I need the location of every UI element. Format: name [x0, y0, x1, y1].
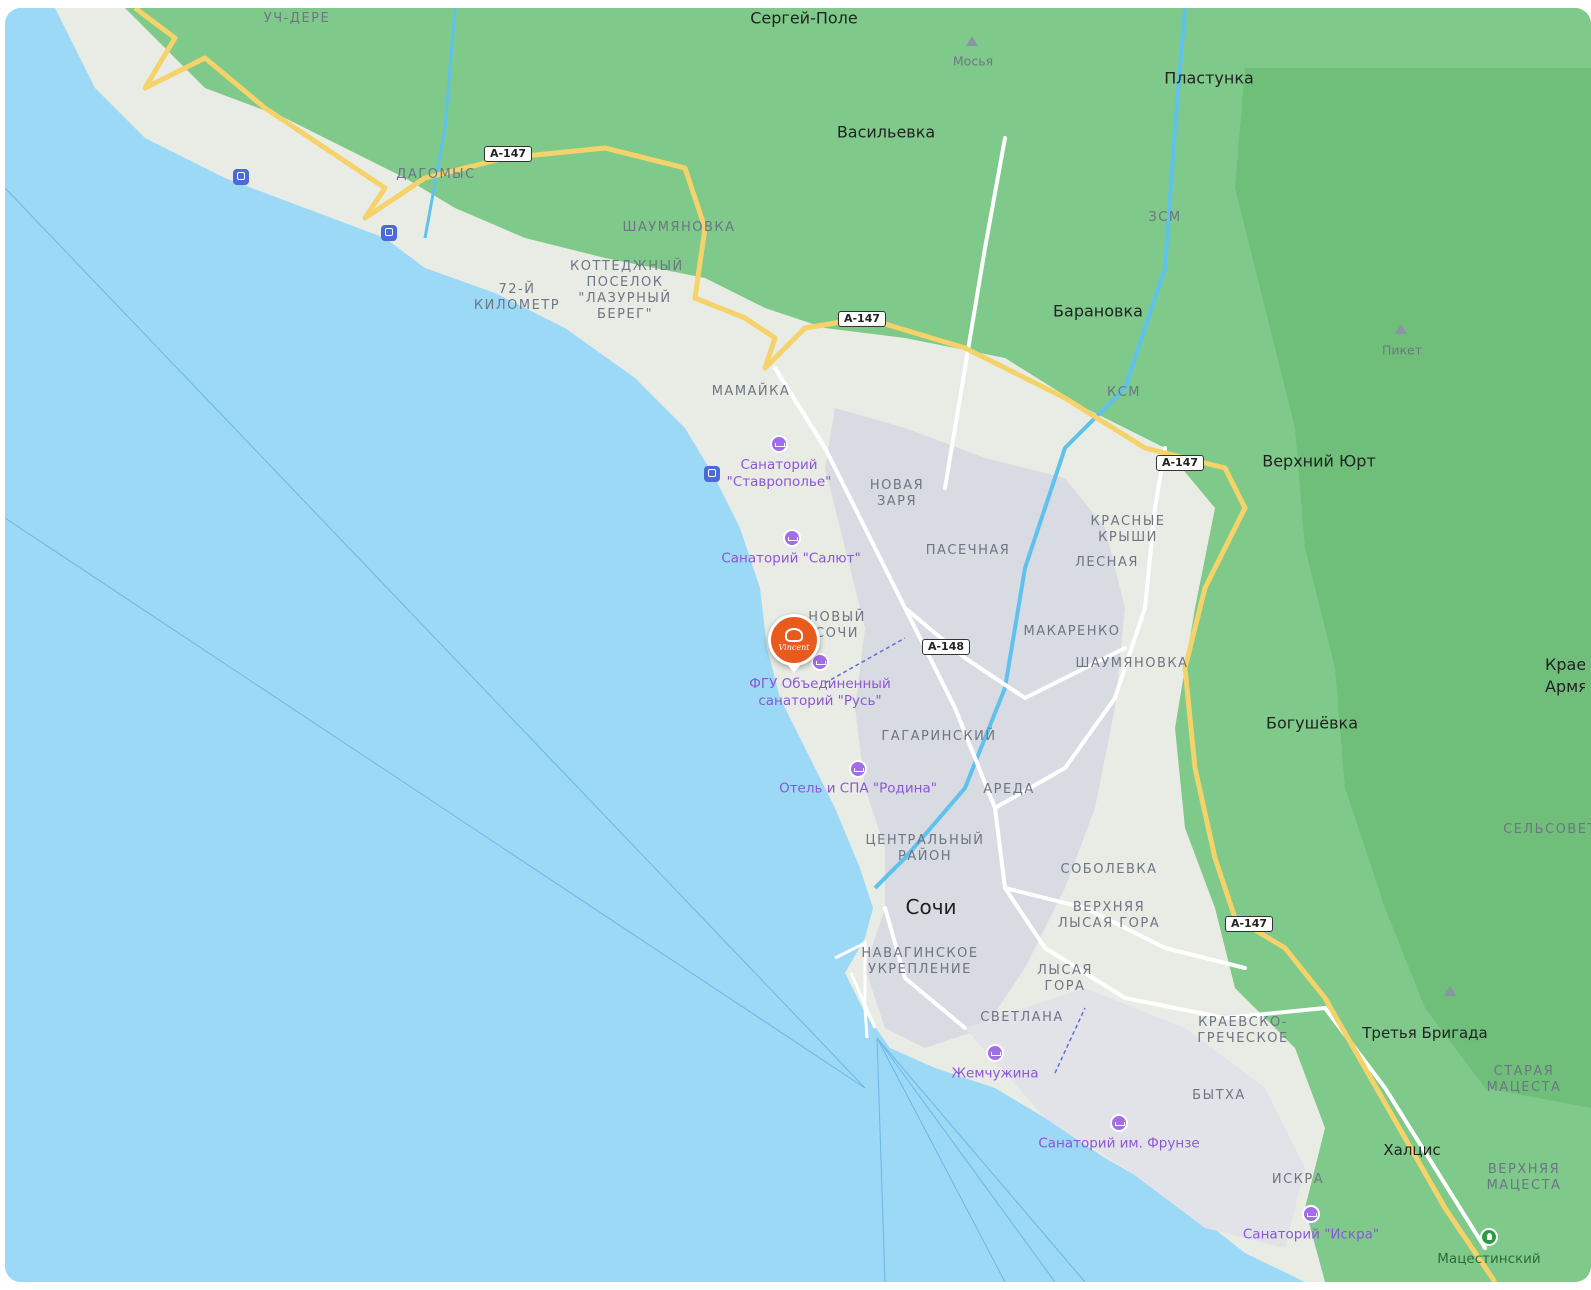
poi-label-iskra[interactable]: Санаторий "Искра": [1242, 1226, 1380, 1243]
poi-label-rus[interactable]: ФГУ Объединенный санаторий "Русь": [749, 676, 891, 709]
city-label-sochi: Сочи: [905, 895, 957, 919]
city-label-khalsis: Халцис: [1383, 1141, 1441, 1159]
district-label: СТАРАЯ МАЦЕСТА: [1486, 1064, 1562, 1095]
road-shield-a147: А-147: [837, 311, 887, 327]
park-icon[interactable]: [1480, 1228, 1498, 1246]
forest-area: [125, 8, 1591, 1282]
city-label-sergey-pole: Сергей-Поле: [750, 8, 858, 28]
district-label: ВЕРХНЯЯ МАЦЕСТА: [1486, 1162, 1562, 1193]
city-label-plastunka: Пластунка: [1164, 68, 1254, 88]
district-label: ГАГАРИНСКИЙ: [881, 729, 997, 744]
district-label: НОВЫЙ СОЧИ: [808, 610, 866, 641]
district-label: СВЕТЛАНА: [980, 1010, 1064, 1025]
forest-area-east: [1235, 68, 1591, 1108]
district-label: НОВАЯ ЗАРЯ: [869, 478, 925, 509]
road-shield-a147: А-147: [1155, 455, 1205, 471]
railway-station-icon[interactable]: [381, 225, 397, 241]
district-label: КРАСНЫЕ КРЫШИ: [1090, 514, 1166, 545]
poi-label-stavropolye[interactable]: Санаторий "Ставрополье": [726, 457, 832, 490]
road-shield-a148: А-148: [921, 639, 971, 655]
port-jetty: [834, 940, 877, 1039]
city-label-verkhniy-yurt: Верхний Юрт: [1262, 451, 1376, 471]
poi-label-zhemchuzhina[interactable]: Жемчужина: [951, 1065, 1039, 1082]
railway-station-icon[interactable]: [233, 169, 249, 185]
district-label: ШАУМЯНОВКА: [1075, 656, 1189, 671]
city-label-vasilevka: Васильевка: [836, 122, 936, 142]
district-label: НАВАГИНСКОЕ УКРЕПЛЕНИЕ: [861, 946, 979, 977]
city-label-tretya-brigada: Третья Бригада: [1362, 1024, 1488, 1042]
poi-label-frunze[interactable]: Санаторий им. Фрунзе: [1038, 1135, 1200, 1152]
map-canvas[interactable]: Сочи Сергей-Поле Пластунка Васильевка Ба…: [5, 8, 1591, 1282]
urban-area-south: [965, 988, 1305, 1248]
district-label: БЫТХА: [1192, 1088, 1246, 1103]
district-label: КСМ: [1106, 385, 1142, 400]
peak-icon: [1395, 324, 1407, 334]
map-base-layer: [5, 8, 1591, 1282]
city-label-bogushevka: Богушёвка: [1265, 713, 1359, 733]
road-shield-a147: А-147: [483, 146, 533, 162]
district-label: ИСКРА: [1271, 1172, 1325, 1187]
district-label: СЕЛЬСОВЕТ: [1503, 822, 1591, 837]
district-label: ПАСЕЧНАЯ: [925, 543, 1011, 558]
peak-icon: [1444, 986, 1456, 996]
hotel-icon[interactable]: [1110, 1114, 1128, 1132]
district-label: ЗСМ: [1148, 210, 1182, 225]
railway-station-icon[interactable]: [704, 466, 720, 482]
poi-label-salyut[interactable]: Санаторий "Салют": [721, 550, 861, 567]
location-pin-marker[interactable]: Vincent: [768, 614, 820, 666]
city-label-baranovka: Барановка: [1053, 301, 1143, 321]
district-label: ШАУМЯНОВКА: [622, 220, 736, 235]
district-label: ЛЕСНАЯ: [1075, 555, 1139, 570]
district-label: ДАГОМЫС: [396, 167, 476, 182]
district-label: КРАЕВСКО-ГРЕЧЕСКОЕ: [1197, 1015, 1289, 1046]
district-label: 72-Й КИЛОМЕТР: [473, 282, 561, 313]
district-label: МАМАЙКА: [711, 384, 791, 399]
shipping-lanes: [5, 187, 1086, 1282]
district-label: УЧ-ДЕРЕ: [263, 11, 331, 26]
river-sochi: [873, 8, 1187, 890]
district-label: МАКАРЕНКО: [1023, 624, 1121, 639]
poi-label-rodina[interactable]: Отель и СПА "Родина": [779, 780, 937, 797]
brand-logo-icon: [785, 628, 803, 642]
hotel-icon[interactable]: [811, 653, 829, 671]
district-label: АРЕДА: [983, 782, 1035, 797]
hotel-icon[interactable]: [783, 529, 801, 547]
hotel-icon[interactable]: [770, 435, 788, 453]
road-shield-a147: А-147: [1224, 916, 1274, 932]
hotel-icon[interactable]: [986, 1044, 1004, 1062]
cable-line: [824, 637, 906, 684]
peak-label-mosya: Мосья: [952, 53, 994, 69]
poi-label-matsestinskiy[interactable]: Мацестинский: [1437, 1251, 1541, 1267]
hotel-icon[interactable]: [849, 760, 867, 778]
urban-area: [825, 408, 1125, 1048]
district-label: ЛЫСАЯ ГОРА: [1037, 963, 1093, 994]
peak-label-piket: Пикет: [1381, 342, 1423, 358]
peak-icon: [966, 36, 978, 46]
cable-line: [1054, 1007, 1086, 1074]
district-label: КОТТЕДЖНЫЙ ПОСЕЛОК "ЛАЗУРНЫЙ БЕРЕГ": [570, 259, 684, 322]
district-label: ВЕРХНЯЯ ЛЫСАЯ ГОРА: [1057, 900, 1161, 931]
district-label: ЦЕНТРАЛЬНЫЙ РАЙОН: [865, 833, 985, 864]
hotel-icon[interactable]: [1302, 1205, 1320, 1223]
river-dagomys: [423, 8, 457, 239]
pin-brand-text: Vincent: [778, 643, 810, 652]
city-label-kraevo-armyanskoe: Краево-Армянское: [1545, 655, 1585, 696]
district-label: СОБОЛЕВКА: [1060, 862, 1158, 877]
